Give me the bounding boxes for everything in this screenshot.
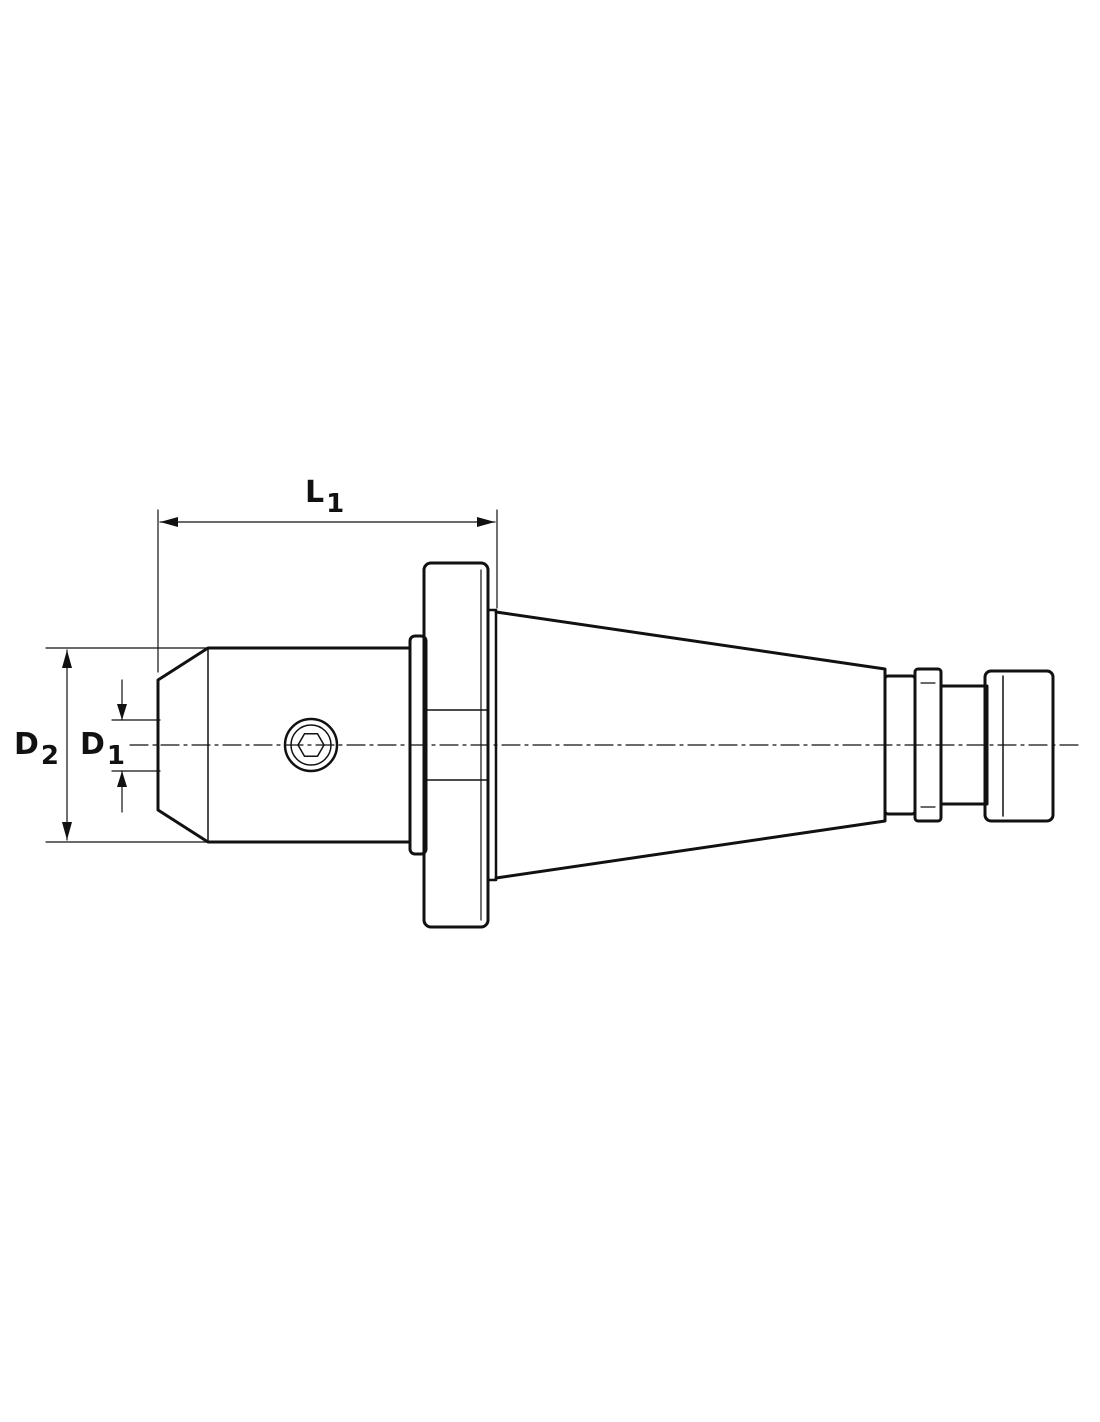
- label-d2-letter: D: [14, 727, 39, 762]
- knob-neck: [939, 684, 989, 806]
- knob-head: [983, 669, 1055, 823]
- dimension-label-d1: D1: [80, 727, 125, 770]
- label-l1-subscript: 1: [326, 489, 345, 519]
- arrow-d1-bottom: [117, 771, 127, 787]
- dimension-label-l1: L1: [305, 475, 344, 518]
- taper-collar: [486, 608, 498, 882]
- arrow-l1-right: [477, 517, 495, 527]
- label-d2-subscript: 2: [40, 741, 59, 771]
- label-d1-subscript: 1: [106, 741, 125, 771]
- hex-screw-icon: [283, 717, 339, 773]
- arrow-d1-top: [117, 704, 127, 720]
- dimension-d2: [45, 647, 209, 843]
- dimension-l1: [157, 509, 498, 673]
- label-d1-letter: D: [80, 727, 105, 762]
- neck-step: [408, 634, 428, 856]
- arrow-l1-left: [160, 517, 178, 527]
- label-l1-letter: L: [305, 475, 325, 510]
- dimension-label-d2: D2: [14, 727, 59, 770]
- arrow-d2-bottom: [62, 822, 72, 840]
- arrow-d2-top: [62, 650, 72, 668]
